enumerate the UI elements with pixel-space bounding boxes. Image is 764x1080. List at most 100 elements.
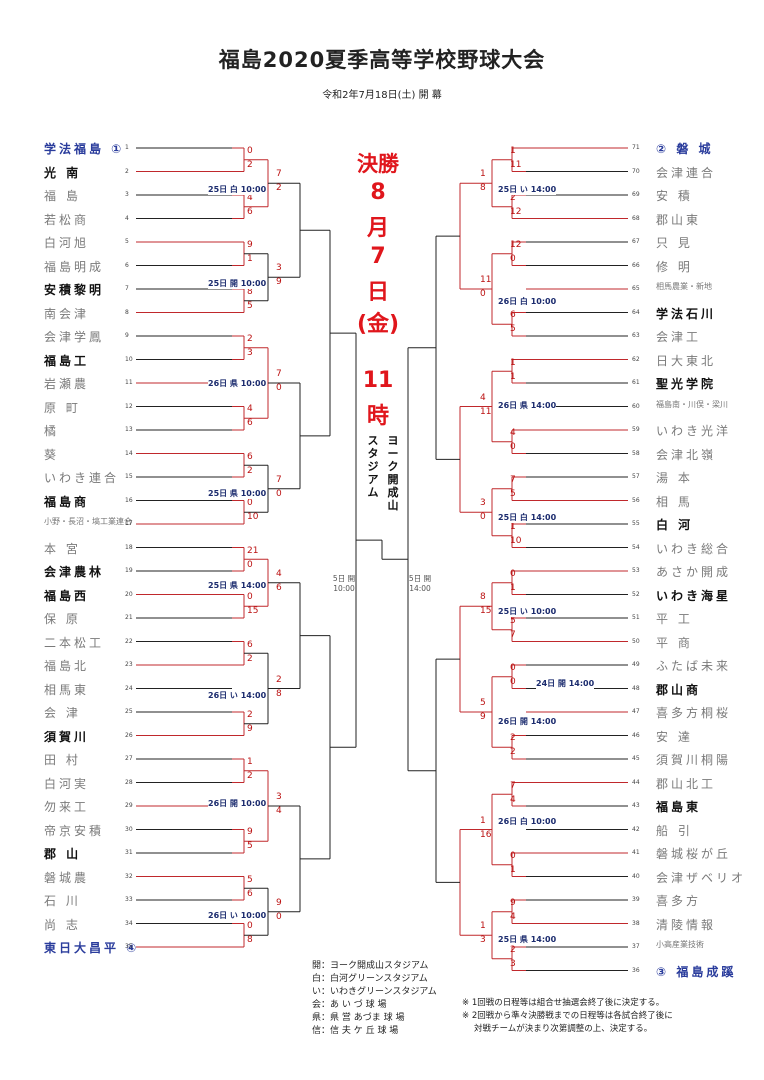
score-value: 7 [510,780,516,791]
score-value: 1 [247,757,253,767]
score-value: 3 [480,498,486,509]
team-name: 学法石川 [656,306,717,321]
team-number: 36 [632,966,640,974]
score-value: 3 [276,792,282,802]
venue-legend-4: 会：あ い づ 球 場 [312,1000,387,1010]
venue-legend-1: 開：ヨーク開成山スタジアム [312,961,429,971]
score-value: 9 [276,277,282,288]
team-name: 保 原 [44,612,81,626]
team-number: 64 [632,308,640,316]
team-name: 聖光学院 [656,377,717,391]
team-name: 喜多方桐桜 [656,706,732,720]
score-value: 5 [247,874,253,885]
team-number: 22 [125,637,133,645]
team-name: 橘 [44,424,60,438]
score-value: 0 [510,663,516,673]
team-name: 安 積 [656,189,693,203]
team-name: 福島明成 [44,259,105,274]
team-number: 56 [632,496,640,504]
team-number: 35 [125,943,133,950]
game-schedule-label: 26日 白 10:00 [498,816,557,827]
team-number: 34 [125,919,133,927]
score-value: 8 [480,183,486,194]
team-number: 17 [125,520,133,527]
score-value: 8 [247,935,253,945]
score-value: 2 [510,747,516,757]
team-number: 21 [125,614,133,621]
score-value: 7 [276,169,282,180]
game-schedule-label: 25日 県 14:00 [208,580,267,591]
team-name: 修 明 [656,259,693,274]
page-subtitle: 令和2年7月18日(土) 開 幕 [322,90,442,101]
score-value: 0 [510,850,516,861]
team-number: 6 [125,261,129,269]
game-schedule-label: 26日 白 10:00 [498,296,557,307]
team-name: 郡 山 [44,847,82,861]
team-name: 郡山商 [656,682,702,697]
score-value: 16 [480,829,492,840]
team-number: 13 [125,426,133,433]
team-name: 白河旭 [44,236,90,250]
team-number: 67 [632,238,640,245]
team-name: いわき連合 [44,471,120,485]
final-day-unit: 日 [366,280,389,305]
team-name: 磐城桜が丘 [656,847,732,861]
team-number: 9 [125,332,129,339]
team-name: 会津工 [656,330,702,344]
team-number: 41 [632,849,640,856]
score-value: 6 [247,418,253,428]
team-name: 須賀川桐陽 [656,753,732,767]
score-value: 4 [276,806,282,816]
score-value: 0 [510,441,516,452]
team-name: 相馬農業・新地 [656,282,712,291]
team-name: 福島商 [44,494,90,509]
team-number: 66 [632,261,640,269]
game-schedule-label: 25日 い 14:00 [498,184,557,195]
team-name: 学法福島 ① [44,142,125,156]
team-name: 白河実 [44,776,90,791]
note-2: ※ 2回戦から準々決勝戦までの日程等は各試合終了後に [462,1011,673,1021]
team-name: 原 町 [44,400,81,415]
score-value: 6 [247,206,253,217]
final-time-unit: 時 [366,404,389,429]
score-value: 2 [247,709,253,720]
team-name: 南会津 [44,306,90,321]
team-name: 郡山東 [656,212,702,227]
team-number: 61 [632,379,640,386]
team-name: 喜多方 [656,894,702,908]
venue-legend-3: い：いわきグリーンスタジアム [312,987,437,997]
team-number: 68 [632,214,640,222]
score-value: 0 [247,498,253,508]
game-schedule-label: 26日 い 10:00 [208,910,267,921]
score-value: 5 [247,300,253,311]
score-value: 2 [276,183,282,194]
score-value: 2 [510,944,516,955]
team-name: 尚 志 [44,917,81,932]
score-value: 11 [480,275,492,285]
team-number: 44 [632,778,640,786]
team-number: 26 [125,731,133,739]
score-value: 7 [276,474,282,485]
score-value: 4 [510,427,516,438]
semi-left-date: 5日 開 [332,574,356,583]
team-name: 二本松工 [44,635,105,650]
team-name: 福 島 [44,189,81,203]
score-value: 11 [480,406,492,417]
score-value: 0 [247,592,253,602]
game-schedule-label: 26日 県 10:00 [208,378,267,389]
team-number: 25 [125,708,133,715]
game-schedule-label: 24日 開 14:00 [536,678,595,689]
score-value: 3 [510,958,516,969]
score-value: 3 [247,348,253,358]
final-venue-b: スタジアム [367,434,379,499]
score-value: 2 [510,733,516,743]
team-name: 平 商 [656,635,693,650]
score-value: 8 [480,592,486,603]
team-name: 平 工 [656,612,693,626]
score-value: 4 [510,794,516,805]
team-number: 14 [125,449,133,457]
score-value: 1 [510,357,516,368]
semi-right-date: 5日 開 [408,574,432,583]
score-value: 1 [480,815,486,826]
team-name: 相馬東 [44,682,90,697]
